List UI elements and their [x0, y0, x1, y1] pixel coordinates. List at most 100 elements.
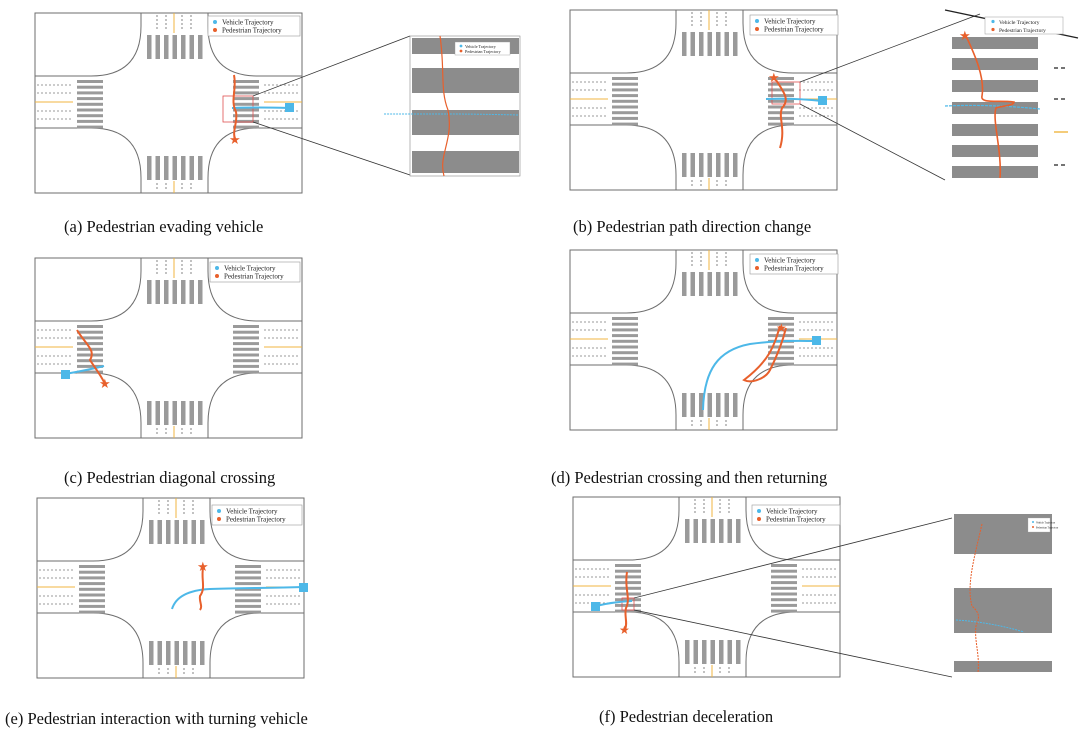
crosswalk-stripe-left [612, 328, 638, 332]
caption-c: (c) Pedestrian diagonal crossing [64, 468, 275, 487]
crosswalk-stripe-left [79, 599, 105, 603]
crosswalk-stripe-right [771, 581, 797, 585]
crosswalk-stripe-top [724, 32, 729, 56]
inset-legend-vehicle: Vehicle Trajectory [465, 44, 497, 49]
crosswalk-stripe-bottom [707, 153, 712, 177]
curb-1 [209, 498, 304, 562]
crosswalk-stripe-left [77, 102, 103, 106]
svg-text:★: ★ [959, 28, 971, 43]
crosswalk-stripe-right [771, 609, 797, 613]
zoom-inset-b: Vehicle Trajectory Pedestrian Trajectory… [944, 9, 1079, 179]
crosswalk-stripe-bottom [733, 153, 738, 177]
crosswalk-stripe-bottom [716, 393, 721, 417]
crosswalk-stripe-right [768, 351, 794, 355]
crosswalk-stripe-left [77, 85, 103, 89]
crosswalk-stripe-top [155, 35, 160, 59]
vehicle-marker [812, 336, 821, 345]
crosswalk-stripe-right [768, 99, 794, 103]
legend-vehicle-label: Vehicle Trajectory [222, 19, 274, 27]
crosswalk-stripe-right [233, 325, 259, 328]
crosswalk-stripe-left [612, 339, 638, 343]
crosswalk-stripe-bottom [719, 640, 724, 664]
crosswalk-stripe-right [768, 334, 794, 338]
crosswalk-stripe-left [612, 94, 638, 98]
crosswalk-stripe-bottom [172, 156, 177, 180]
crosswalk-stripe-top [183, 520, 188, 544]
crosswalk-stripe-bottom [200, 641, 205, 665]
vehicle-trajectory [765, 97, 823, 102]
crosswalk-stripe-right [233, 359, 259, 363]
zoom-box [771, 81, 801, 105]
caption-e: (e) Pedestrian interaction with turning … [5, 709, 308, 728]
pedestrian-end-star: ★ [99, 376, 111, 391]
curb-0 [570, 10, 677, 74]
crosswalk-stripe-top [164, 35, 169, 59]
crosswalk-stripe-right [771, 603, 797, 607]
crosswalk-stripe-right [771, 592, 797, 596]
crosswalk-stripe-top [189, 280, 194, 304]
crosswalk-stripe-top [181, 280, 186, 304]
crosswalk-stripe-right [233, 114, 259, 118]
panel-f: Vehicle Trajectory Pedestrian Trajectory… [572, 496, 1059, 726]
crosswalk-stripe-top [166, 520, 171, 544]
crosswalk-stripe-left [79, 582, 105, 586]
vehicle-trajectory [171, 586, 304, 610]
crosswalk-stripe-left [79, 565, 105, 568]
crosswalk-stripe-right [233, 330, 259, 334]
curb-0 [573, 497, 680, 561]
crosswalk-stripe-left [79, 604, 105, 608]
crosswalk-stripe-left [612, 122, 638, 126]
crosswalk-stripe-left [612, 116, 638, 120]
crosswalk-stripe-bottom [693, 640, 698, 664]
crosswalk-stripe-bottom [183, 641, 188, 665]
crosswalk-stripe-right [233, 80, 259, 83]
crosswalk-stripe-top [191, 520, 196, 544]
vehicle-marker [61, 370, 70, 379]
crosswalk-stripe-right [768, 322, 794, 326]
crosswalk-stripe-right [768, 317, 794, 320]
crosswalk-stripe-right [235, 599, 261, 603]
crosswalk-stripe-top [198, 35, 203, 59]
crosswalk-stripe-left [79, 570, 105, 574]
crosswalk-stripe-bottom [685, 640, 690, 664]
crosswalk-stripe-right [771, 569, 797, 573]
crosswalk-stripe-bottom [181, 156, 186, 180]
intersection-c [34, 257, 303, 439]
crosswalk-stripe-top [716, 32, 721, 56]
legend-f: Vehicle Trajectory Pedestrian Trajectory [751, 504, 841, 526]
crosswalk-stripe-left [77, 125, 103, 129]
crosswalk-stripe-left [77, 119, 103, 123]
pedestrian-trajectory [624, 571, 629, 631]
crosswalk-stripe-bottom [164, 401, 169, 425]
curb-0 [37, 498, 144, 562]
panel-c: Vehicle Trajectory Pedestrian Trajectory… [34, 257, 303, 487]
crosswalk-stripe-left [77, 91, 103, 95]
crosswalk-stripe-bottom [157, 641, 162, 665]
crosswalk-stripe-bottom [702, 640, 707, 664]
crosswalk-stripe-bottom [189, 401, 194, 425]
crosswalk-stripe-bottom [724, 393, 729, 417]
crosswalk-stripe-left [612, 88, 638, 92]
crosswalk-stripe-bottom [733, 393, 738, 417]
crosswalk-stripe-left [612, 345, 638, 349]
zoom-line-bottom [252, 121, 411, 176]
crosswalk-stripe-right [768, 328, 794, 332]
crosswalk-stripe-right [768, 105, 794, 109]
crosswalk-stripe-right [233, 102, 259, 106]
crosswalk-stripe-right [235, 587, 261, 591]
crosswalk-stripe-bottom [699, 393, 704, 417]
inset-legend-pedestrian: Pedestrian Trajectory [465, 49, 502, 54]
crosswalk-stripe-right [771, 586, 797, 590]
crosswalk-stripe-right [768, 88, 794, 92]
intersection-f [572, 496, 841, 678]
crosswalk-stripe-bottom [172, 401, 177, 425]
crosswalk-stripe-right [235, 582, 261, 586]
crosswalk-stripe-left [79, 593, 105, 597]
crosswalk-stripe-left [612, 322, 638, 326]
crosswalk-stripe-right [768, 362, 794, 366]
crosswalk-stripe-left [79, 576, 105, 580]
inset-legend-vehicle: Vehicle Trajectory [999, 20, 1040, 26]
crosswalk-stripe-top [699, 32, 704, 56]
crosswalk-stripe-top [727, 519, 732, 543]
crosswalk-stripe-top [716, 272, 721, 296]
